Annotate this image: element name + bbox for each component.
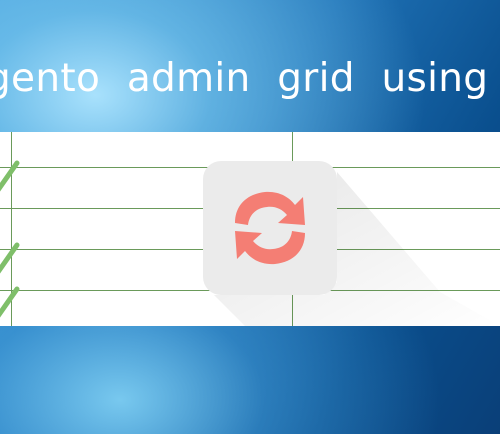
check-mark-icon — [0, 160, 20, 192]
tile-long-shadow — [214, 172, 500, 326]
banner-title: gento admin grid using — [0, 56, 489, 101]
row-checks — [0, 160, 20, 318]
refresh-button-tile[interactable] — [203, 161, 337, 295]
grid-panel — [0, 132, 500, 326]
check-mark-icon — [0, 286, 20, 318]
refresh-icon — [235, 191, 305, 265]
check-mark-icon — [0, 242, 20, 274]
